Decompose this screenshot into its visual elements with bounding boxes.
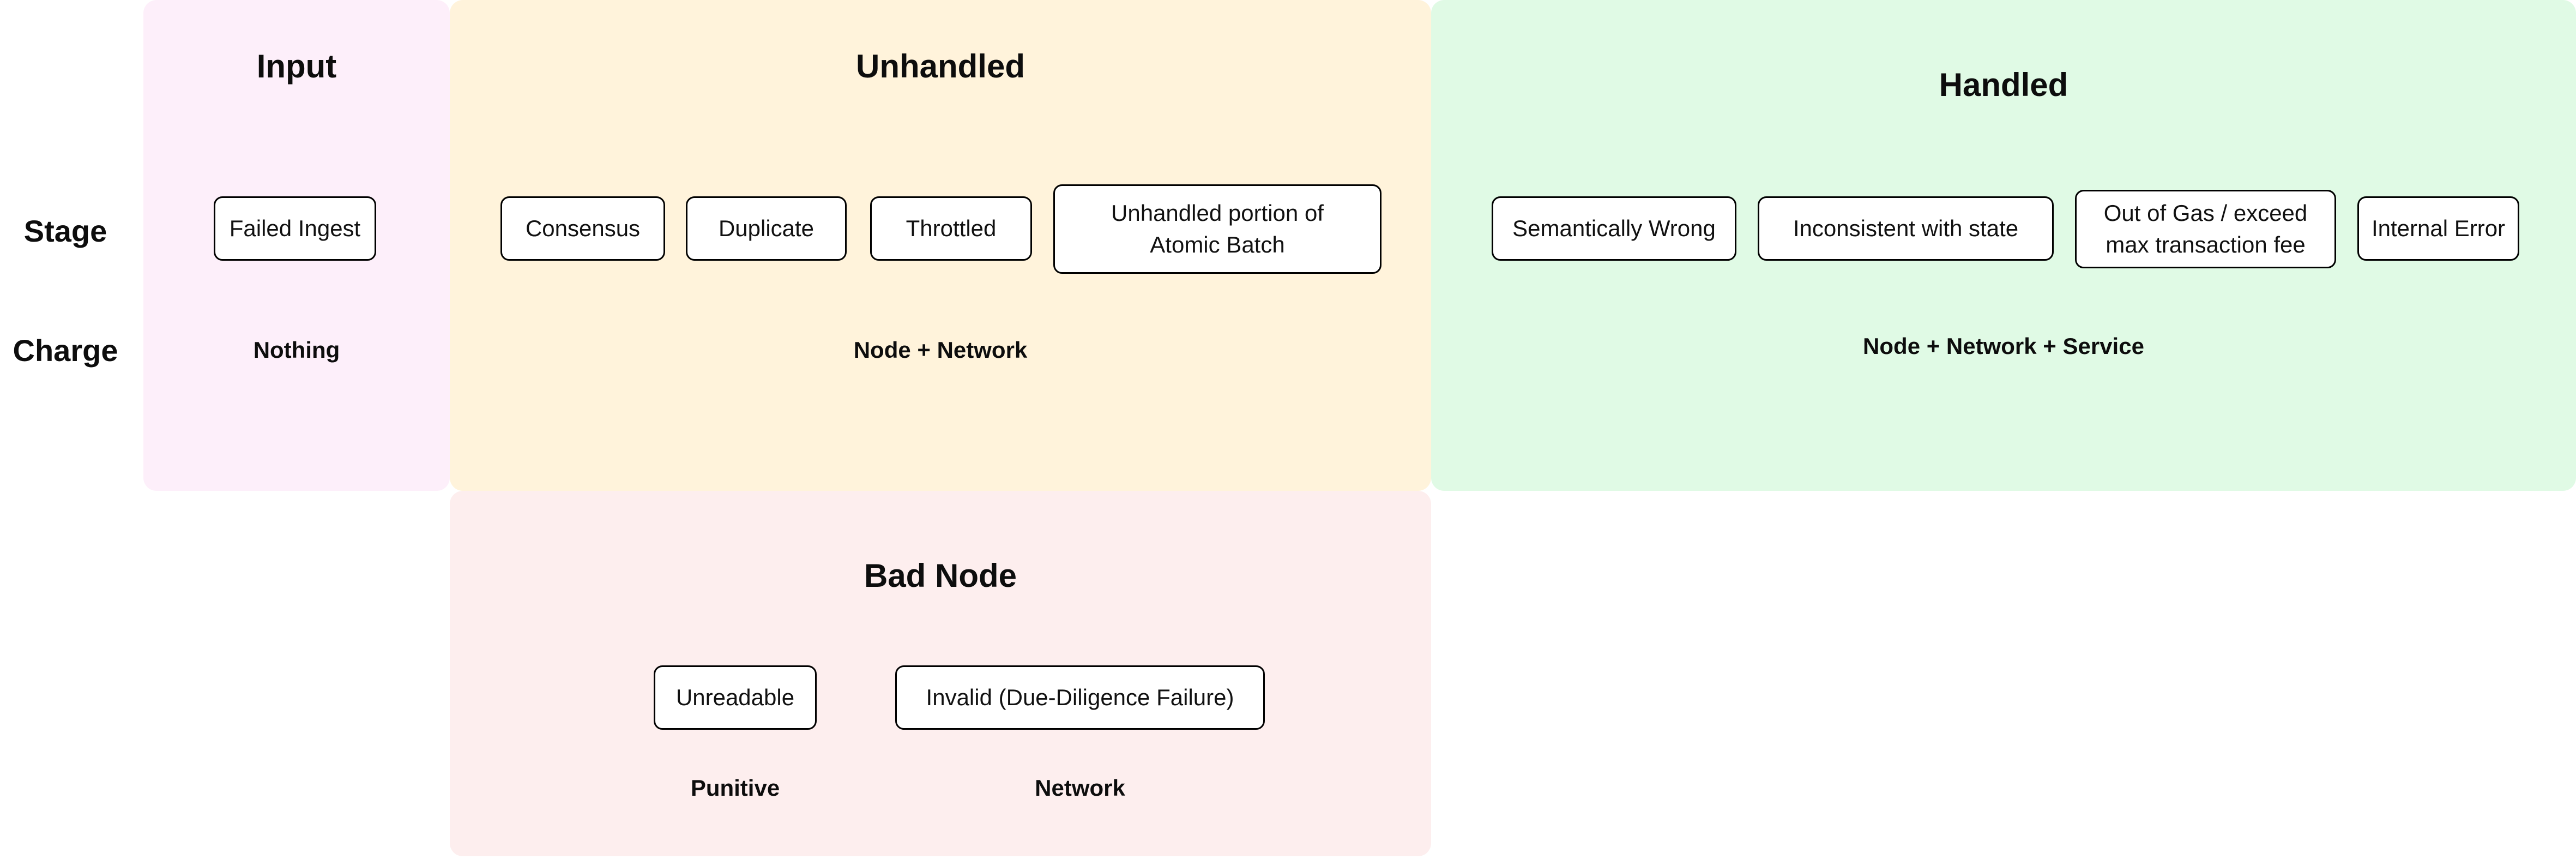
- box-consensus: Consensus: [500, 196, 665, 261]
- charge-label-network: Network: [1035, 775, 1125, 801]
- box-unhandled-portion-atomic-batch: Unhandled portion of Atomic Batch: [1053, 184, 1381, 274]
- section-bad-node: Bad Node Unreadable Invalid (Due-Diligen…: [450, 491, 1431, 856]
- box-failed-ingest: Failed Ingest: [214, 196, 376, 261]
- charge-label-punitive: Punitive: [690, 775, 780, 801]
- row-label-charge: Charge: [13, 333, 118, 368]
- box-internal-error: Internal Error: [2357, 196, 2519, 261]
- box-duplicate: Duplicate: [686, 196, 847, 261]
- charge-label-unhandled: Node + Network: [853, 337, 1028, 363]
- box-invalid-due-diligence-failure: Invalid (Due-Diligence Failure): [895, 665, 1265, 730]
- box-out-of-gas: Out of Gas / exceed max transaction fee: [2075, 190, 2336, 268]
- row-label-stage: Stage: [23, 214, 107, 248]
- section-input: Input Failed Ingest Nothing: [143, 0, 450, 491]
- section-bad-node-title: Bad Node: [864, 557, 1017, 594]
- section-handled: Handled Semantically Wrong Inconsistent …: [1431, 0, 2576, 491]
- box-throttled: Throttled: [870, 196, 1032, 261]
- box-inconsistent-with-state: Inconsistent with state: [1758, 196, 2054, 261]
- charge-label-handled: Node + Network + Service: [1863, 333, 2144, 359]
- box-semantically-wrong: Semantically Wrong: [1492, 196, 1736, 261]
- charge-label-input: Nothing: [253, 337, 340, 363]
- section-unhandled: Unhandled Consensus Duplicate Throttled …: [450, 0, 1431, 491]
- section-unhandled-title: Unhandled: [856, 48, 1025, 85]
- section-input-title: Input: [256, 48, 337, 85]
- section-handled-title: Handled: [1939, 67, 2068, 103]
- box-unreadable: Unreadable: [654, 665, 817, 730]
